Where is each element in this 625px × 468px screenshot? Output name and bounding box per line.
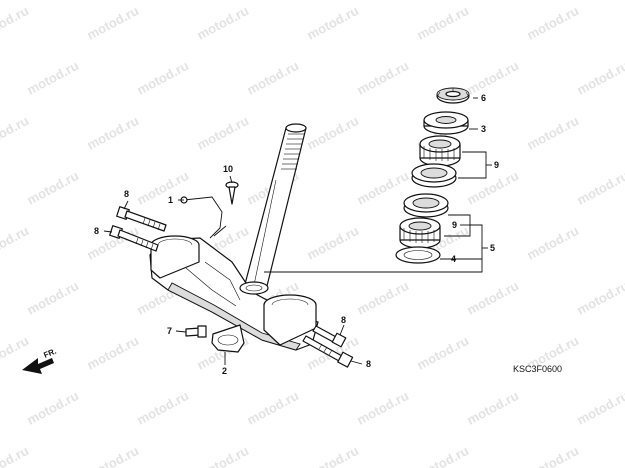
watermark-text: motod.ru	[244, 388, 301, 428]
watermark-text: motod.ru	[304, 113, 361, 153]
diagram-code: KSC3F0600	[513, 364, 562, 374]
watermark-text: motod.ru	[0, 443, 31, 468]
guide-bolt	[225, 181, 239, 205]
callout-4: 4	[451, 254, 456, 264]
watermark-text: motod.ru	[414, 3, 471, 43]
lower-race	[403, 193, 449, 218]
watermark-text: motod.ru	[0, 3, 31, 43]
watermark-text: motod.ru	[84, 333, 141, 373]
watermark-text: motod.ru	[134, 388, 191, 428]
watermark-text: motod.ru	[354, 168, 411, 208]
watermark-text: motod.ru	[24, 388, 81, 428]
watermark-text: motod.ru	[304, 223, 361, 263]
watermark-text: motod.ru	[194, 3, 251, 43]
watermark-text: motod.ru	[24, 58, 81, 98]
watermark-text: motod.ru	[464, 168, 521, 208]
callout-5: 5	[490, 243, 495, 253]
callout-2: 2	[222, 366, 227, 376]
watermark-text: motod.ru	[354, 388, 411, 428]
pinch-bolt-lower-left	[109, 225, 159, 252]
callout-9-upper: 9	[494, 160, 499, 170]
watermark-text: motod.ru	[24, 278, 81, 318]
lower-bearing	[399, 217, 441, 249]
watermark-text: motod.ru	[574, 388, 625, 428]
callout-8-c: 8	[341, 315, 346, 325]
watermark-text: motod.ru	[524, 3, 581, 43]
watermark-text: motod.ru	[0, 113, 31, 153]
lock-nut	[436, 87, 470, 104]
callout-6: 6	[481, 93, 486, 103]
watermark-text: motod.ru	[134, 58, 191, 98]
watermark-text: motod.ru	[24, 168, 81, 208]
watermark-text: motod.ru	[244, 58, 301, 98]
callout-1: 1	[168, 195, 173, 205]
callout-7: 7	[167, 326, 172, 336]
upper-bearing	[419, 135, 461, 167]
callout-3: 3	[481, 124, 486, 134]
watermark-text: motod.ru	[524, 223, 581, 263]
watermark-text: motod.ru	[84, 3, 141, 43]
pinch-bolt-right-lower	[302, 335, 354, 368]
watermark-text: motod.ru	[304, 3, 361, 43]
watermark-text: motod.ru	[464, 58, 521, 98]
watermark-text: motod.ru	[464, 388, 521, 428]
brake-hose-guide	[180, 196, 227, 239]
leader-lines	[103, 97, 492, 365]
dust-seal	[395, 246, 441, 264]
watermark-text: motod.ru	[84, 113, 141, 153]
watermark-text: motod.ru	[354, 58, 411, 98]
callout-10: 10	[223, 164, 233, 174]
pinch-bolt-upper-left	[116, 206, 167, 232]
watermark-text: motod.ru	[574, 278, 625, 318]
clamp-bolt	[185, 325, 207, 338]
watermark-text: motod.ru	[574, 168, 625, 208]
watermark-text: motod.ru	[464, 278, 521, 318]
watermark-text: motod.ru	[194, 443, 251, 468]
watermark-text: motod.ru	[574, 58, 625, 98]
watermark-text: motod.ru	[414, 333, 471, 373]
adjusting-nut	[423, 111, 469, 135]
watermark-text: motod.ru	[524, 113, 581, 153]
callout-8-d: 8	[366, 359, 371, 369]
callout-8-b: 8	[94, 226, 99, 236]
watermark-text: motod.ru	[524, 443, 581, 468]
watermark-text: motod.ru	[354, 278, 411, 318]
watermark-text: motod.ru	[0, 223, 31, 263]
callout-9-lower: 9	[452, 220, 457, 230]
direction-label: FR.	[42, 347, 57, 360]
callout-labels: 6 3 9 9 4 5 10 1 8 8 7 2 8 8	[94, 93, 499, 376]
watermark-text: motod.ru	[194, 113, 251, 153]
front-direction-arrow: FR.	[22, 347, 58, 374]
watermark-text: motod.ru	[304, 443, 361, 468]
upper-race	[411, 163, 457, 188]
pinch-bolt-right-upper	[312, 325, 347, 348]
steering-stem	[243, 123, 307, 291]
watermark-text: motod.ru	[84, 443, 141, 468]
bottom-bridge	[149, 235, 319, 351]
hose-clamp	[211, 324, 245, 353]
watermark-text: motod.ru	[414, 443, 471, 468]
callout-8-a: 8	[124, 189, 129, 199]
